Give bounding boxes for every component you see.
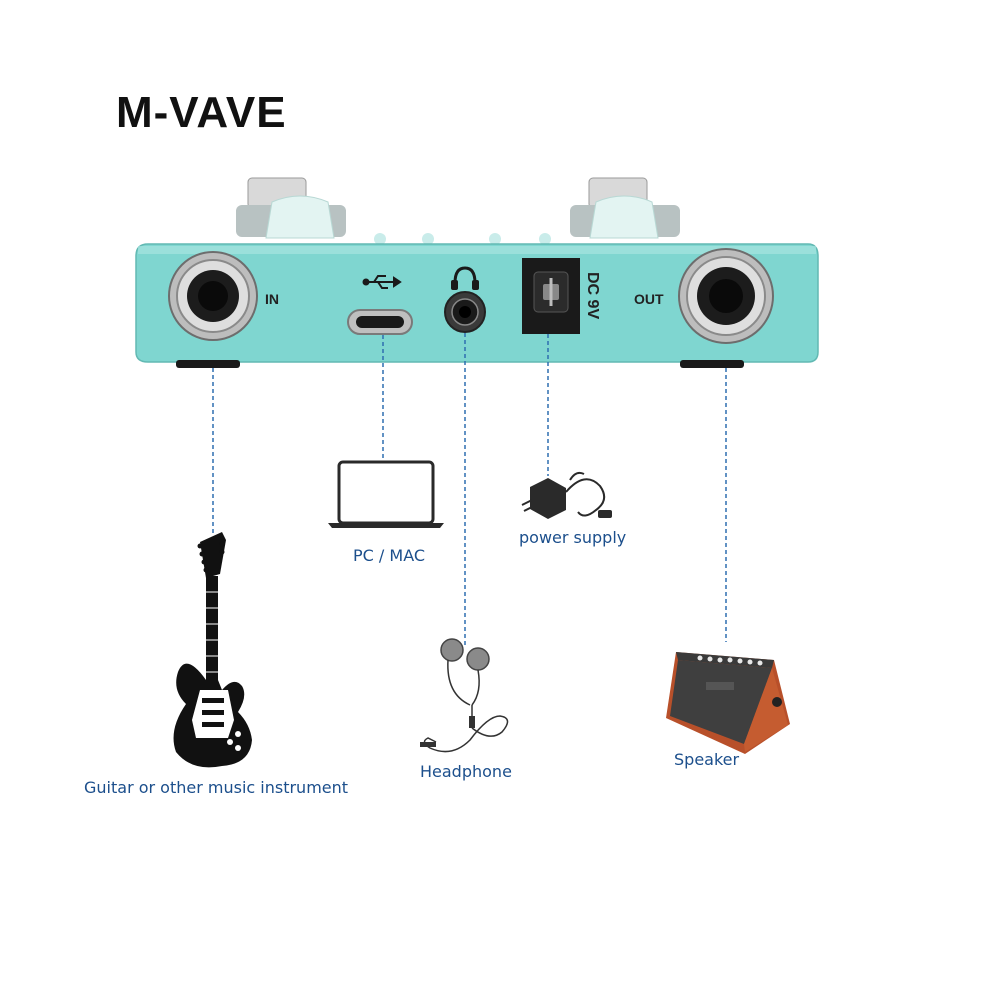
right-foot <box>680 360 744 368</box>
speaker-icon <box>666 652 790 754</box>
speaker-caption: Speaker <box>674 750 740 769</box>
input-jack[interactable] <box>168 251 258 341</box>
power-adapter-icon <box>521 471 612 519</box>
usb-icon <box>362 275 402 289</box>
left-footswitch <box>236 177 346 239</box>
guitar-icon <box>173 532 252 768</box>
brand-logo: M-VAVE <box>116 88 287 137</box>
laptop-icon <box>328 460 444 528</box>
output-jack[interactable] <box>678 248 774 344</box>
left-foot <box>176 360 240 368</box>
guitar-caption: Guitar or other music instrument <box>84 778 349 797</box>
right-footswitch <box>570 177 680 239</box>
dc-power-jack[interactable] <box>522 258 580 334</box>
usb-c-port[interactable] <box>347 309 413 335</box>
output-label: OUT <box>634 291 664 307</box>
pc-mac-caption: PC / MAC <box>353 546 426 565</box>
power-label: DC 9V <box>584 272 601 319</box>
headphone-caption: Headphone <box>420 762 512 781</box>
earbuds-icon <box>420 638 509 753</box>
input-label: IN <box>265 291 279 307</box>
headphone-jack[interactable] <box>444 291 486 333</box>
power-supply-caption: power supply <box>519 528 627 547</box>
top-leds <box>374 233 551 245</box>
effects-pedal: IN DC 9V <box>135 177 819 368</box>
headphone-icon <box>451 266 479 290</box>
